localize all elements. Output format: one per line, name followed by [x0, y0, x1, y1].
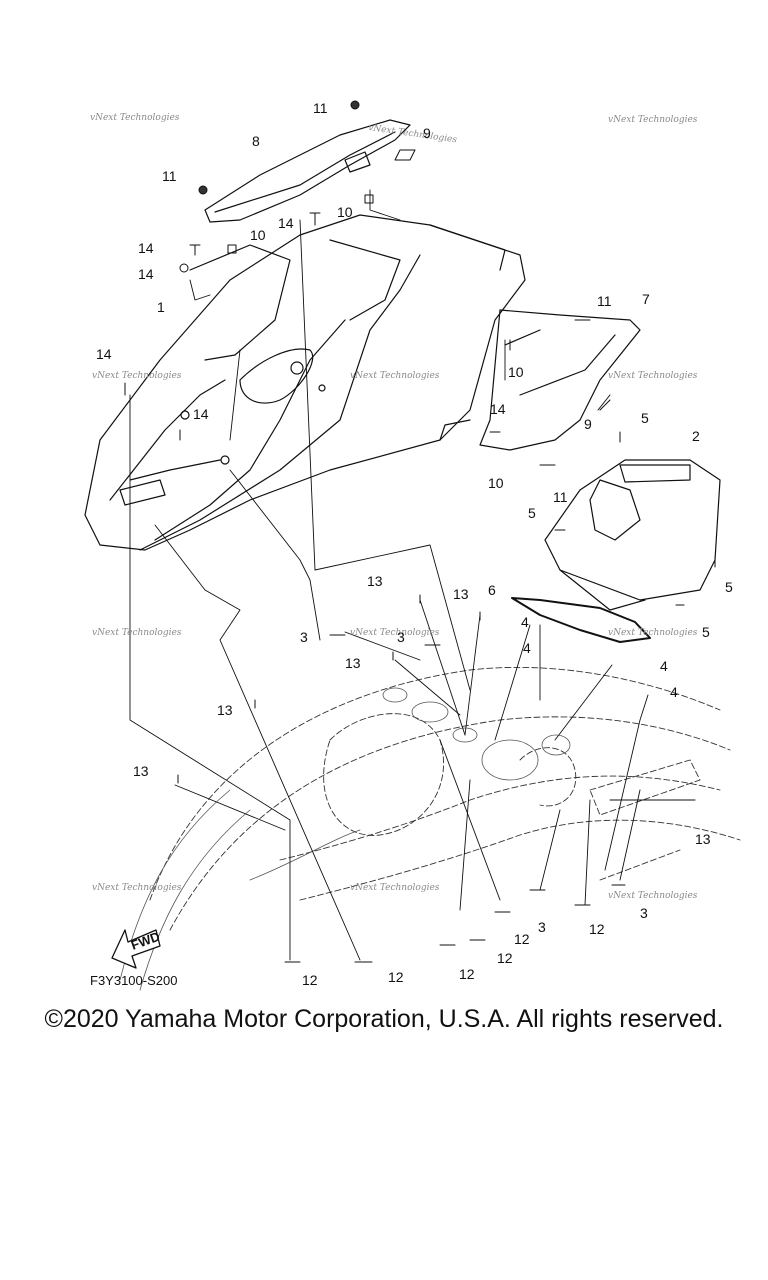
watermark: vNext Technologies	[608, 115, 698, 125]
callouts: 11 8 9 11 10 14 10 14 14 1 11 7 10 14 14…	[96, 100, 733, 988]
callout: 11	[553, 489, 568, 505]
callout: 10	[508, 364, 524, 380]
hull-solid-lines	[119, 687, 571, 991]
watermark: vNext Technologies	[350, 628, 440, 638]
callout: 3	[300, 629, 308, 645]
callout: 2	[692, 428, 700, 444]
callout: 12	[497, 950, 513, 966]
callout: 13	[217, 702, 233, 718]
callout: 12	[589, 921, 605, 937]
callout: 13	[695, 831, 711, 847]
callout: 9	[423, 125, 431, 141]
part-7-side-panel	[479, 309, 641, 451]
watermarks: vNext Technologies vNext Technologies vN…	[90, 113, 698, 901]
callout: 4	[523, 640, 531, 656]
watermark: vNext Technologies	[92, 371, 182, 381]
callout: 14	[96, 346, 112, 362]
part-2-storage-box	[544, 459, 721, 611]
callout: 12	[388, 969, 404, 985]
callout: 3	[538, 919, 546, 935]
part-8-upper-cover	[204, 119, 411, 223]
watermark: vNext Technologies	[92, 883, 182, 893]
callout: 4	[660, 658, 668, 674]
callout: 5	[641, 410, 649, 426]
fwd-arrow-icon	[111, 929, 161, 969]
watermark: vNext Technologies	[92, 628, 182, 638]
part-6-gasket	[511, 597, 651, 643]
callout: 5	[528, 505, 536, 521]
callout: 14	[138, 240, 154, 256]
callout: 14	[193, 406, 209, 422]
callout: 13	[367, 573, 383, 589]
watermark: vNext Technologies	[368, 123, 458, 145]
watermark: vNext Technologies	[608, 371, 698, 381]
callout: 11	[313, 100, 328, 116]
callout: 10	[488, 475, 504, 491]
copyright-notice: ©2020 Yamaha Motor Corporation, U.S.A. A…	[44, 1005, 724, 1033]
callout: 14	[490, 401, 506, 417]
callout: 10	[250, 227, 266, 243]
callout: 6	[488, 582, 496, 598]
watermark: vNext Technologies	[90, 113, 180, 123]
callout: 4	[670, 684, 678, 700]
callout: 5	[725, 579, 733, 595]
hull-outline	[149, 666, 741, 931]
callout: 13	[133, 763, 149, 779]
callout: 3	[640, 905, 648, 921]
callout: 12	[302, 972, 318, 988]
callout: 10	[337, 204, 353, 220]
watermark: vNext Technologies	[350, 371, 440, 381]
callout: 3	[397, 629, 405, 645]
callout: 11	[162, 168, 177, 184]
watermark: vNext Technologies	[608, 891, 698, 901]
callout: 14	[278, 215, 294, 231]
callout: 14	[138, 266, 154, 282]
diagram-code: F3Y3100-S200	[90, 973, 177, 988]
callout: 9	[584, 416, 592, 432]
callout: 12	[459, 966, 475, 982]
fasteners	[124, 100, 716, 963]
callout: 13	[345, 655, 361, 671]
watermark: vNext Technologies	[350, 883, 440, 893]
callout: 1	[157, 299, 165, 315]
callout: 13	[453, 586, 469, 602]
callout: 7	[642, 291, 650, 307]
callout: 11	[597, 293, 612, 309]
watermark: vNext Technologies	[608, 628, 698, 638]
part-1-deck-cover	[84, 214, 526, 551]
leader-lines	[129, 189, 691, 961]
callout: 4	[521, 614, 529, 630]
callout: 5	[702, 624, 710, 640]
callout: 12	[514, 931, 530, 947]
callout: 8	[252, 133, 260, 149]
